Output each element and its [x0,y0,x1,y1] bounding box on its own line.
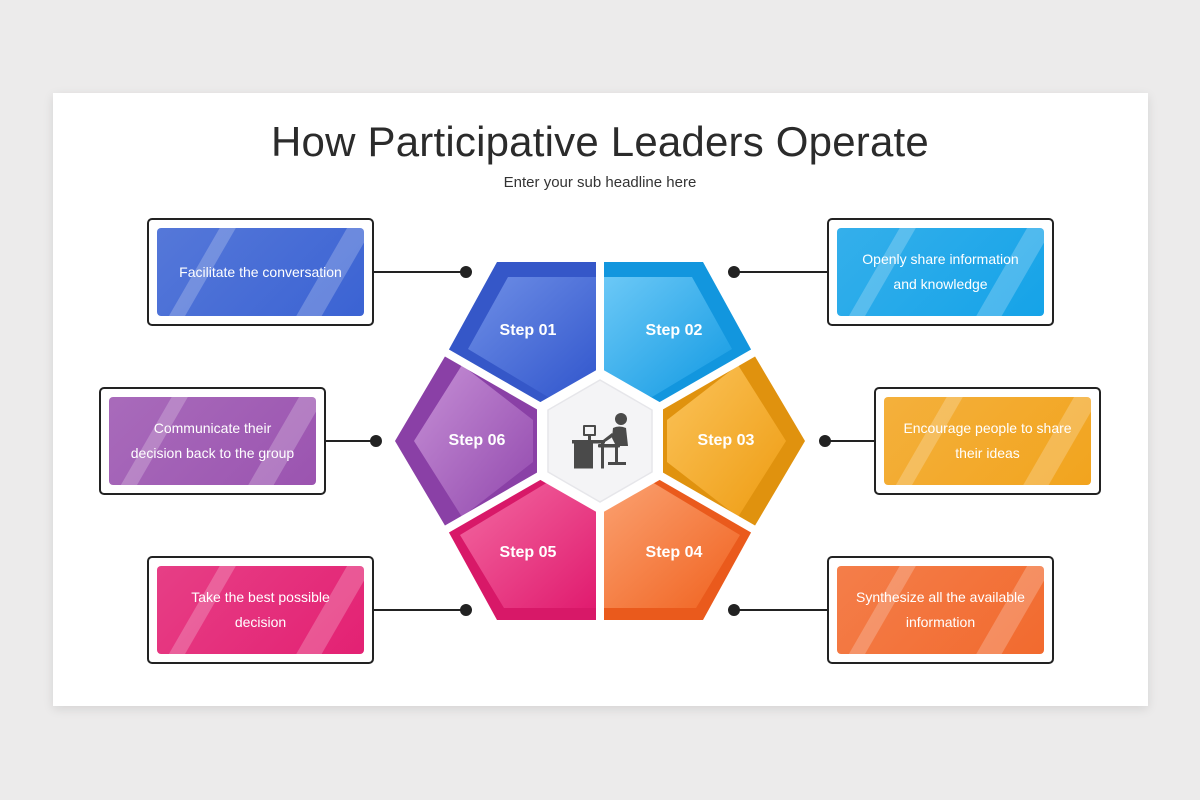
page-title: How Participative Leaders Operate [271,118,929,165]
step-03-label: Step 03 [698,432,755,449]
step-04-label: Step 04 [646,544,703,561]
callout-step-03: Encourage people to share their ideas [874,387,1101,495]
step-01-label: Step 01 [500,322,557,339]
hexagon-segments [395,262,805,620]
callout-step-04-fill: Synthesize all the available information [837,566,1044,654]
callout-step-01: Facilitate the conversation [147,218,374,326]
callout-step-03-fill: Encourage people to share their ideas [884,397,1091,485]
page-subtitle: Enter your sub headline here [503,174,697,191]
callout-step-03-text: Encourage people to share their ideas [903,420,1072,461]
callout-step-05: Take the best possible decision [147,556,374,664]
step-05-label: Step 05 [500,544,557,561]
callout-step-01-fill: Facilitate the conversation [157,228,364,316]
step-02-label: Step 02 [646,322,703,339]
callout-step-05-text: Take the best possible decision [191,589,330,630]
callout-step-06: Communicate their decision back to the g… [99,387,326,495]
callout-step-02-fill: Openly share information and knowledge [837,228,1044,316]
step-06-label: Step 06 [449,432,506,449]
callout-step-06-text: Communicate their decision back to the g… [130,420,295,461]
callout-step-02: Openly share information and knowledge [827,218,1054,326]
callout-step-04: Synthesize all the available information [827,556,1054,664]
callout-step-05-fill: Take the best possible decision [157,566,364,654]
callout-step-06-fill: Communicate their decision back to the g… [109,397,316,485]
leader-at-desk-icon [572,413,628,469]
callout-step-04-text: Synthesize all the available information [856,589,1025,630]
callout-step-02-text: Openly share information and knowledge [862,251,1019,292]
callout-step-01-text: Facilitate the conversation [179,263,342,280]
